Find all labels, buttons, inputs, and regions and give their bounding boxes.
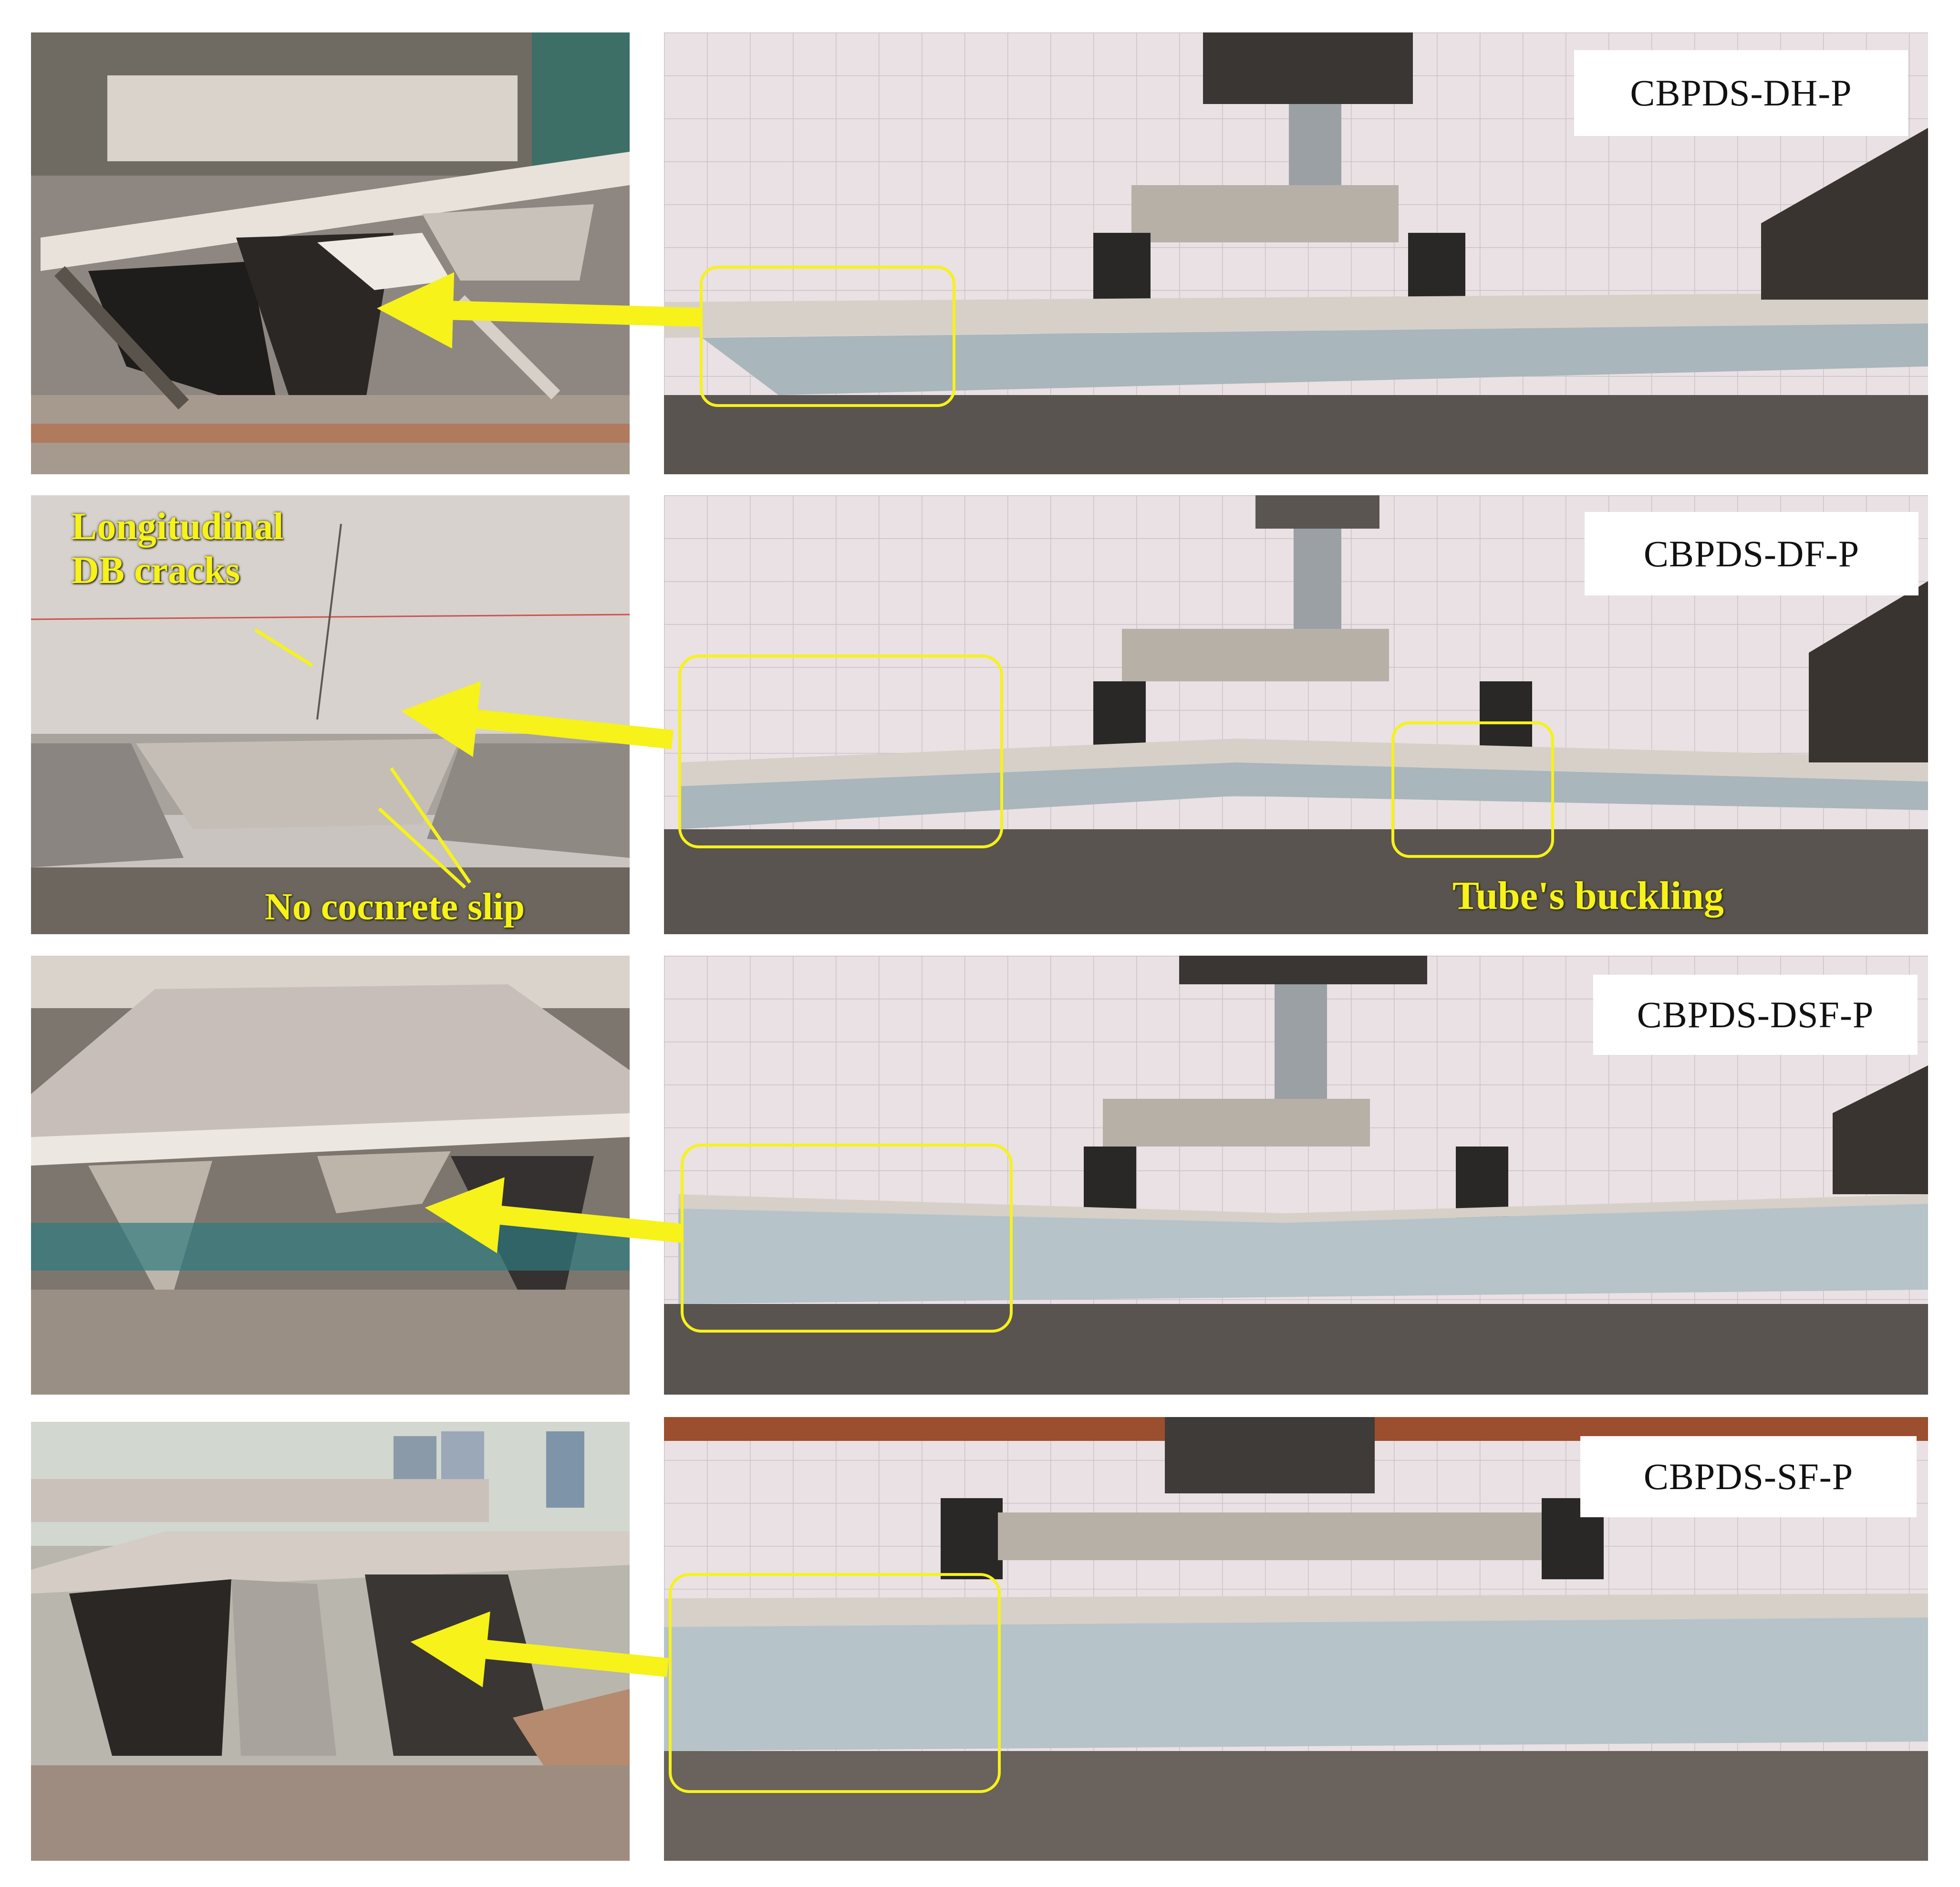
specimen-label-text: CBPDS-SF-P [1643, 1456, 1854, 1497]
longitudinal-cracks-annotation: Longitudinal DB cracks [72, 505, 284, 593]
specimen-label: CBPDS-DF-P [1585, 512, 1919, 595]
tube-buckling-annotation: Tube's buckling [1452, 874, 1724, 918]
detail-photo-dh [31, 32, 630, 474]
specimen-label: CBPDS-SF-P [1580, 1436, 1917, 1517]
longitudinal-line1: Longitudinal [72, 506, 284, 548]
longitudinal-line2: DB cracks [72, 550, 240, 592]
specimen-label-text: CBPDS-DF-P [1643, 532, 1860, 574]
specimen-label-text: CBPDS-DSF-P [1637, 994, 1874, 1035]
specimen-label: CBPDS-DSF-P [1593, 975, 1918, 1055]
detail-photo-sf [31, 1422, 630, 1861]
specimen-label: CBPDS-DH-P [1574, 50, 1908, 136]
specimen-label-text: CBPDS-DH-P [1630, 72, 1852, 114]
detail-photo-dsf [31, 956, 630, 1395]
no-slip-annotation: No cocnrete slip [265, 886, 525, 928]
